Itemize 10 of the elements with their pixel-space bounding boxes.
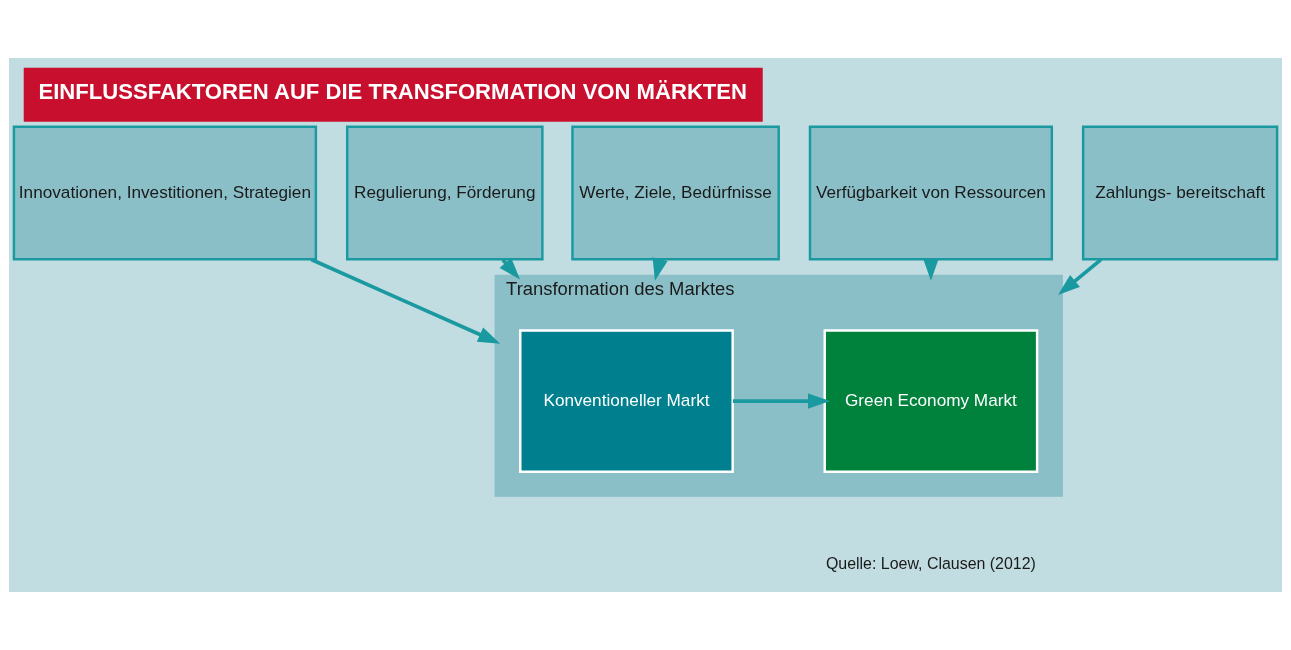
- arrow: [310, 257, 501, 344]
- diagram-title: EINFLUSSFAKTOREN AUF DIE TRANSFORMATION VON MÄRKTEN: [38, 79, 748, 104]
- arrow: [1057, 258, 1103, 296]
- node-box: Green Economy Markt: [823, 329, 1039, 473]
- label: Quelle: Loew, Clausen (2012): [825, 555, 1036, 573]
- node-box: Zahlungs- bereitschaft: [1081, 125, 1279, 261]
- arrow: [732, 393, 831, 409]
- node-box: Innovationen, Investitionen, Strategien: [12, 125, 318, 261]
- node-box: Konventioneller Markt: [519, 329, 734, 473]
- node-box: Regulierung, Förderung: [345, 125, 544, 261]
